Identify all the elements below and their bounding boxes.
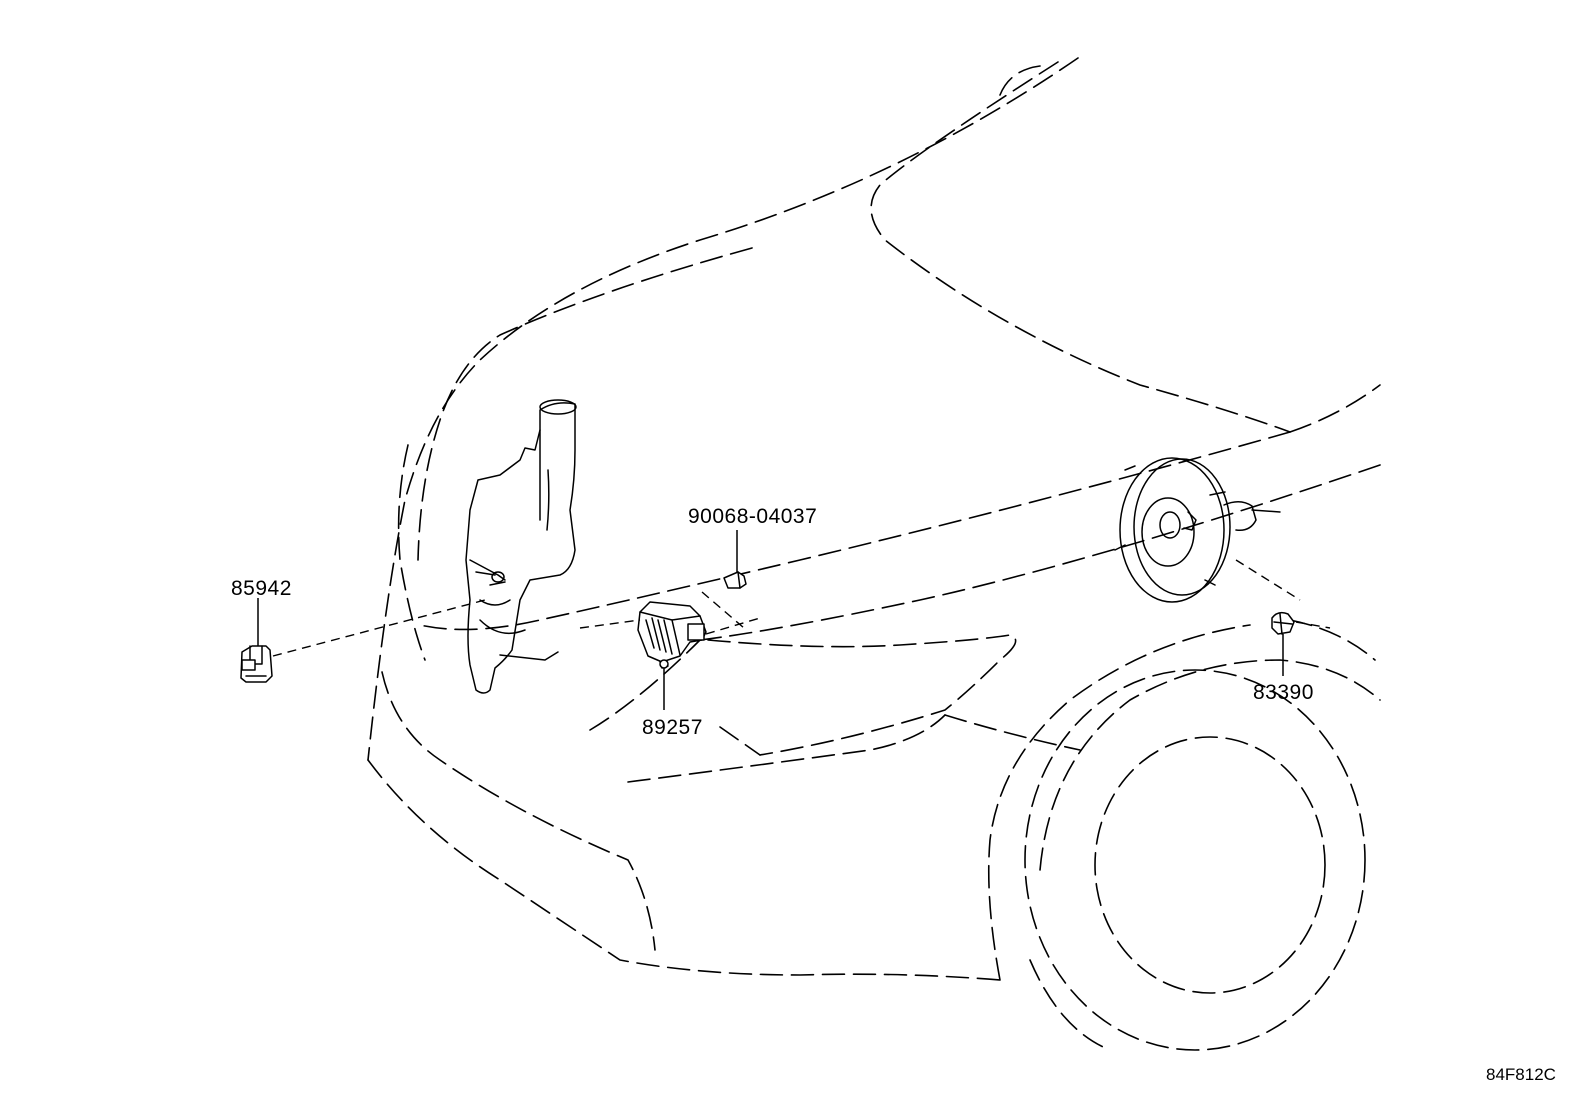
part-85942 [240,598,486,683]
label-89257: 89257 [642,716,703,739]
vehicle-outline [367,57,1381,1051]
diagram-code: 84F812C [1486,1065,1556,1084]
part-89257 [579,601,761,710]
part-90068-04037 [701,530,747,629]
label-83390: 83390 [1253,681,1314,704]
part-83390 [1235,559,1331,676]
brake-booster [1114,457,1281,603]
label-90068-04037: 90068-04037 [688,505,817,528]
label-85942: 85942 [231,577,292,600]
washer-tank [465,399,577,694]
